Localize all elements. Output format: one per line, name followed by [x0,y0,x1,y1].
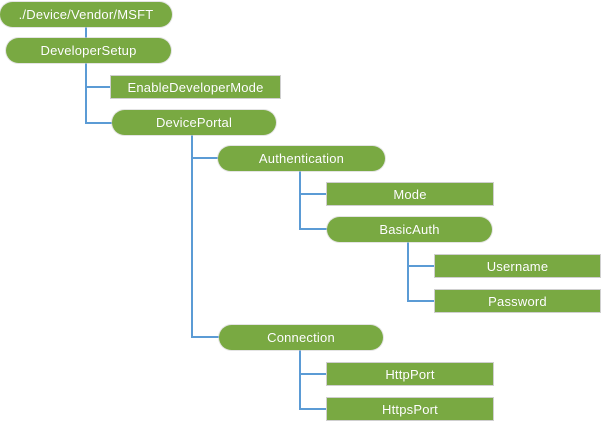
connector-path-1 [85,62,113,124]
tree-node-httpsport[interactable]: HttpsPort [326,397,494,421]
tree-node-label: Mode [393,186,427,202]
tree-node-label: DeveloperSetup [40,43,137,58]
tree-node-label: BasicAuth [379,222,440,237]
tree-node-password[interactable]: Password [434,289,601,313]
tree-node-root[interactable]: ./Device/Vendor/MSFT [0,2,172,27]
tree-node-connection[interactable]: Connection [219,325,383,350]
tree-node-label: EnableDeveloperMode [127,79,264,95]
tree-node-enabledevelopermode[interactable]: EnableDeveloperMode [110,75,281,99]
connector-path-3 [299,170,328,230]
tree-node-label: ./Device/Vendor/MSFT [18,7,154,22]
tree-node-label: HttpPort [385,366,435,382]
tree-node-basicauth[interactable]: BasicAuth [327,217,492,242]
tree-node-deviceportal[interactable]: DevicePortal [112,110,276,135]
connector-path-4 [407,241,435,302]
tree-node-label: DevicePortal [155,115,233,130]
tree-node-label: Password [488,293,547,309]
tree-node-label: HttpsPort [382,401,438,417]
tree-node-label: Username [486,258,549,274]
tree-node-label: Connection [267,330,335,345]
tree-node-mode[interactable]: Mode [326,182,494,206]
connector-path-2 [191,134,220,338]
tree-node-authentication[interactable]: Authentication [218,146,385,171]
tree-node-username[interactable]: Username [434,254,601,278]
tree-node-httpport[interactable]: HttpPort [326,362,494,386]
tree-node-developersetup[interactable]: DeveloperSetup [6,38,171,63]
connector-path-5 [299,349,327,410]
tree-node-label: Authentication [258,151,345,166]
